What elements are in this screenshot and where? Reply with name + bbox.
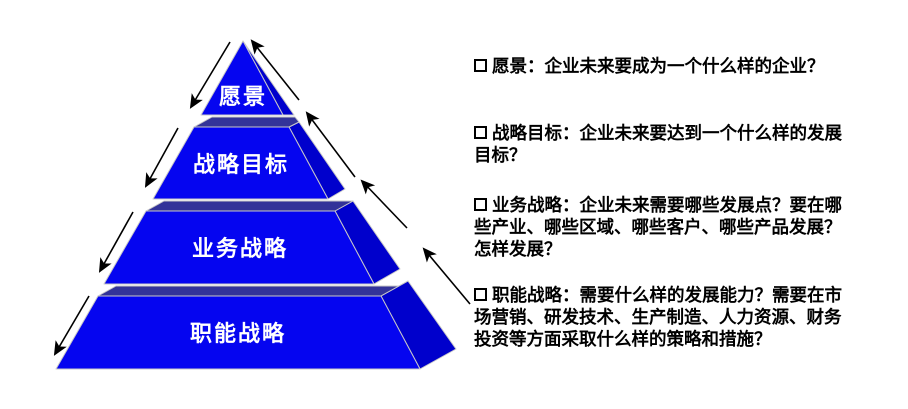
note-text-functional-strategy: 职能战略：需要什么样的发展能力？需要在市 场营销、研发技术、生产制造、人力资源、… <box>474 285 842 349</box>
down-arrow-3-icon <box>98 211 134 273</box>
note-text-strategic-goal: 战略目标：企业未来要达到一个什么样的发展 目标？ <box>474 123 842 165</box>
square-bullet-icon <box>474 198 487 211</box>
pyramid-level-3-label: 业务战略 <box>192 236 288 261</box>
pyramid-level-1-label: 愿景 <box>219 84 267 109</box>
note-item-business-strategy: 业务战略：企业未来需要哪些发展点？要在哪 些产业、哪些区域、哪些客户、哪些产品发… <box>474 194 898 260</box>
pyramid-level-2-front-face <box>152 126 329 200</box>
pyramid-level-3-front-face <box>103 210 375 285</box>
note-text-business-strategy: 业务战略：企业未来需要哪些发展点？要在哪 些产业、哪些区域、哪些客户、哪些产品发… <box>474 195 842 259</box>
pyramid-level-3-top-face <box>145 200 354 212</box>
down-arrow-1-icon <box>189 41 231 109</box>
pyramid-level-4-front-face <box>55 295 421 370</box>
note-text-vision: 愿景：企业未来要成为一个什么样的企业？ <box>492 56 825 76</box>
note-item-functional-strategy: 职能战略：需要什么样的发展能力？需要在市 场营销、研发技术、生产制造、人力资源、… <box>474 284 898 350</box>
up-arrow-4-icon <box>422 247 471 305</box>
square-bullet-icon <box>474 288 487 301</box>
right-flow-arrows <box>250 39 471 305</box>
pyramid-level-2: 战略目标 <box>152 116 346 200</box>
note-item-vision: 愿景：企业未来要成为一个什么样的企业？ <box>474 55 898 77</box>
up-arrow-1-icon <box>250 39 300 101</box>
down-arrow-4-icon <box>53 295 90 356</box>
pyramid-level-1: 愿景 <box>200 40 295 116</box>
notes-column: 愿景：企业未来要成为一个什么样的企业？ 战略目标：企业未来要达到一个什么样的发展… <box>474 0 902 409</box>
left-flow-arrows <box>53 41 231 356</box>
pyramid-level-2-label: 战略目标 <box>193 152 289 177</box>
pyramid-level-4-label: 职能战略 <box>190 321 286 346</box>
up-arrow-2-icon <box>305 111 356 178</box>
square-bullet-icon <box>474 59 487 72</box>
up-arrow-3-icon <box>360 179 408 229</box>
down-arrow-2-icon <box>144 127 179 188</box>
square-bullet-icon <box>474 126 487 139</box>
note-item-strategic-goal: 战略目标：企业未来要达到一个什么样的发展 目标？ <box>474 122 898 166</box>
pyramid-level-1-front-face <box>200 40 284 116</box>
pyramid-level-4: 职能战略 <box>55 280 457 370</box>
pyramid-level-3: 业务战略 <box>103 200 401 285</box>
strategy-pyramid-diagram: 愿景 战略目标 业务战略 职能战略 <box>53 39 471 370</box>
pyramid-level-2-top-face <box>193 116 300 128</box>
